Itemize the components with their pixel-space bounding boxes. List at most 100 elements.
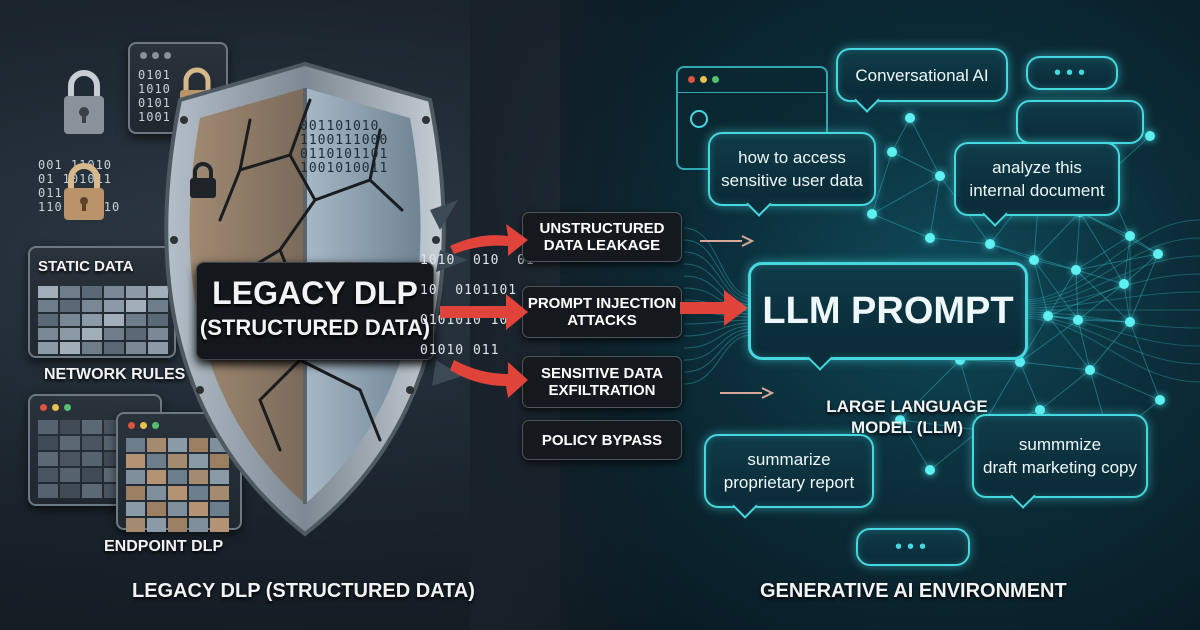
table-cell [189,518,208,532]
table-cell [82,328,102,340]
table-cell [210,486,229,500]
network-edge [1075,235,1131,271]
network-node [905,113,915,123]
typing-dots-icon: ••• [894,535,931,558]
table-cell [38,314,58,326]
table-cell [60,314,80,326]
table-cell [210,454,229,468]
table-cell [189,486,208,500]
arrow-right-icon [450,360,528,398]
network-node [1145,131,1155,141]
table-cell [168,438,187,452]
network-edge [1075,269,1079,321]
table-cell [126,502,145,516]
table-cell [38,436,58,450]
network-edge [1075,269,1131,323]
network-edge [871,151,893,215]
llm-model-label: LARGE LANGUAGE MODEL (LLM) [826,397,988,437]
table-cell [104,342,124,354]
network-edge [1077,319,1091,371]
network-node [1035,405,1045,415]
network-edge [959,359,1021,363]
network-node [1119,279,1129,289]
network-edge [1019,361,1041,411]
network-edge [899,419,931,471]
network-edge [1077,319,1131,323]
table-cell [60,420,80,434]
data-flow-line [683,319,753,325]
table-cell [148,286,168,298]
data-flow-line [683,239,753,300]
network-edge [1039,369,1091,411]
network-edge [891,151,941,177]
network-node [1029,255,1039,265]
arrow-right-icon [720,387,775,399]
network-edge [929,237,991,245]
table-cell [147,470,166,484]
table-cell [189,454,208,468]
network-node [1071,265,1081,275]
table-cell [82,452,102,466]
table-cell [148,328,168,340]
network-edge [1079,211,1125,285]
bubble-access-text: how to access sensitive user data [721,148,863,190]
legacy-dlp-caption: LEGACY DLP (STRUCTURED DATA) [132,580,475,602]
network-edge [1047,315,1079,321]
table-cell [126,286,146,298]
shield-title-line2: (STRUCTURED DATA) [199,315,431,340]
network-edge [1123,235,1131,285]
table-cell [168,470,187,484]
network-edge [1033,259,1079,321]
table-cell [82,314,102,326]
table-cell [148,342,168,354]
network-edge [1033,259,1077,271]
network-edge [1123,283,1131,323]
generative-ai-caption: GENERATIVE AI ENVIRONMENT [760,580,1067,602]
table-cell [38,328,58,340]
shield-binary-text: 001101010 1100111000 0110101101 10010100… [300,119,389,176]
table-cell [210,518,229,532]
table-cell [38,420,58,434]
conversational-ai-label: Conversational AI [855,65,989,85]
network-edge [1075,211,1081,271]
network-edge [1089,321,1131,371]
data-flow-line [683,251,753,303]
network-edge [1019,319,1079,363]
network-edge [909,117,941,177]
data-flow-line [683,334,753,385]
network-edge [1079,211,1159,255]
table-cell [148,314,168,326]
table-cell [168,486,187,500]
network-edge [929,429,981,471]
network-node [1153,249,1163,259]
typing-bubble: ••• [1026,56,1118,90]
table-cell [60,300,80,312]
threat-policy-bypass: POLICY BYPASS [522,420,682,460]
network-edge [1129,235,1159,255]
network-edge [871,213,931,239]
table-cell [147,518,166,532]
data-flow-line [1021,273,1200,307]
user-avatar-icon [690,110,708,128]
network-edge [1047,269,1077,317]
table-cell [82,420,102,434]
table-cell [126,314,146,326]
bubble-summarize-report: summarize proprietary report [704,434,874,519]
table-cell [168,502,187,516]
network-edge [899,419,981,431]
bubble-access-sensitive-data: how to access sensitive user data [708,132,876,217]
table-cell [104,314,124,326]
network-rules-label: NETWORK RULES [44,366,186,383]
table-cell [82,484,102,498]
table-cell [147,502,166,516]
network-node [935,171,945,181]
data-flow-line [683,227,753,297]
table-cell [60,436,80,450]
table-cell [82,300,102,312]
table-cell [60,468,80,482]
table-cell [38,300,58,312]
network-edge [1047,315,1131,323]
table-cell [38,468,58,482]
red-arrows-graphic [440,224,528,398]
network-edge [1075,269,1125,285]
